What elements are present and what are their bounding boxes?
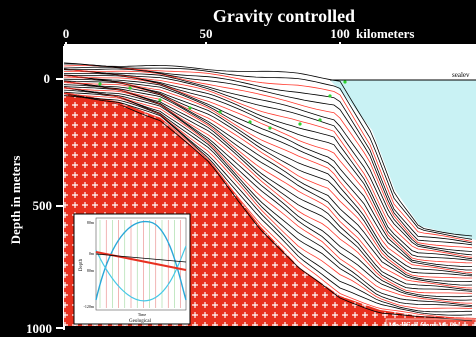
- sediment-layer-line: [64, 92, 473, 316]
- cross-section-plot: sealev 80m 0m 80m -120m Depth Time Geolo…: [64, 46, 476, 330]
- sediment-layer-line: [64, 95, 473, 322]
- y-tick-1000: 1000: [26, 321, 52, 336]
- inset-blue-curve: [95, 220, 187, 301]
- inset-time-grid: [99, 220, 181, 308]
- inset-tick-80-mid: 80m: [87, 268, 95, 273]
- shelf-edge-marker: [128, 86, 132, 90]
- shelf-edge-marker: [248, 120, 252, 124]
- sediment-layer-line: [64, 63, 473, 240]
- sediment-layer-line: [64, 68, 473, 249]
- shelf-edge-marker: [158, 98, 162, 102]
- sediment-layer-line: [64, 69, 473, 256]
- credit-box: [385, 318, 476, 326]
- sediment-layer-line: [64, 80, 473, 282]
- sediment-layer-line: [64, 86, 473, 301]
- credit-text: Modified from M. Pol: [387, 321, 461, 330]
- sediment-layer-line: [64, 65, 473, 242]
- sediment-layer-line: [64, 92, 473, 309]
- inset-y-label: Depth: [79, 258, 84, 271]
- sediment-layer-line: [64, 71, 473, 258]
- shelf-edge-marker: [298, 122, 302, 126]
- shelf-edge-marker: [188, 106, 192, 110]
- shelf-edge-marker: [98, 82, 102, 86]
- sediment-layer-line: [64, 81, 472, 279]
- shelf-edge-marker: [328, 94, 332, 98]
- inset-tick-80-top: 80m: [87, 220, 95, 225]
- x-tick-0: 0: [63, 26, 70, 41]
- inset-caption: Geological: [129, 319, 152, 324]
- shelf-edge-marker: [218, 110, 222, 114]
- sediment-layer-line: [64, 68, 473, 246]
- sea-level-curve-inset: 80m 0m 80m -120m Depth Time Geological: [73, 213, 191, 325]
- sediment-layer-line: [64, 74, 473, 267]
- shelf-edge-marker: [343, 80, 347, 84]
- sediment-layer-line: [64, 75, 472, 271]
- sediment-layer-line: [64, 89, 473, 306]
- inset-tick-0: 0m: [89, 251, 95, 256]
- sediment-layer-line: [64, 76, 473, 274]
- sediment-layer-line: [64, 87, 473, 298]
- x-tick-50: 50: [200, 26, 213, 41]
- sealevel-label: sealev: [452, 71, 470, 79]
- sediment-layer-line: [64, 84, 473, 291]
- sediment-layers: [64, 62, 473, 322]
- y-tick-500: 500: [33, 198, 53, 213]
- inset-cyan-curve: [95, 245, 187, 302]
- sea-water: [330, 80, 476, 240]
- inset-tick-120: -120m: [84, 304, 95, 309]
- x-unit-label: kilometers: [356, 26, 414, 41]
- inset-plot: [95, 217, 187, 311]
- sediment-layer-line: [64, 62, 473, 237]
- sediment-layer-line: [64, 93, 473, 319]
- sediment-layer-line: [64, 68, 473, 252]
- diagram-title: Gravity controlled: [213, 6, 355, 26]
- shelf-edge-marker: [268, 126, 272, 130]
- inset-x-label: Time: [138, 312, 147, 317]
- sediment-layer-line: [64, 93, 472, 313]
- sediment-layer-line: [64, 81, 473, 286]
- inset-black-trend: [95, 253, 187, 263]
- sediment-layer-line: [64, 87, 473, 294]
- sediment-layer-line: [64, 82, 473, 289]
- shelf-edge-markers: [98, 80, 347, 130]
- shelf-edge-marker: [318, 118, 322, 122]
- y-tick-0: 0: [44, 71, 51, 86]
- y-axis-label: Depth in meters: [8, 156, 23, 245]
- sediment-layer-line: [64, 78, 473, 275]
- x-tick-100: 100: [330, 26, 350, 41]
- sediment-layer-line: [64, 87, 473, 304]
- sediment-layer-line: [64, 74, 473, 264]
